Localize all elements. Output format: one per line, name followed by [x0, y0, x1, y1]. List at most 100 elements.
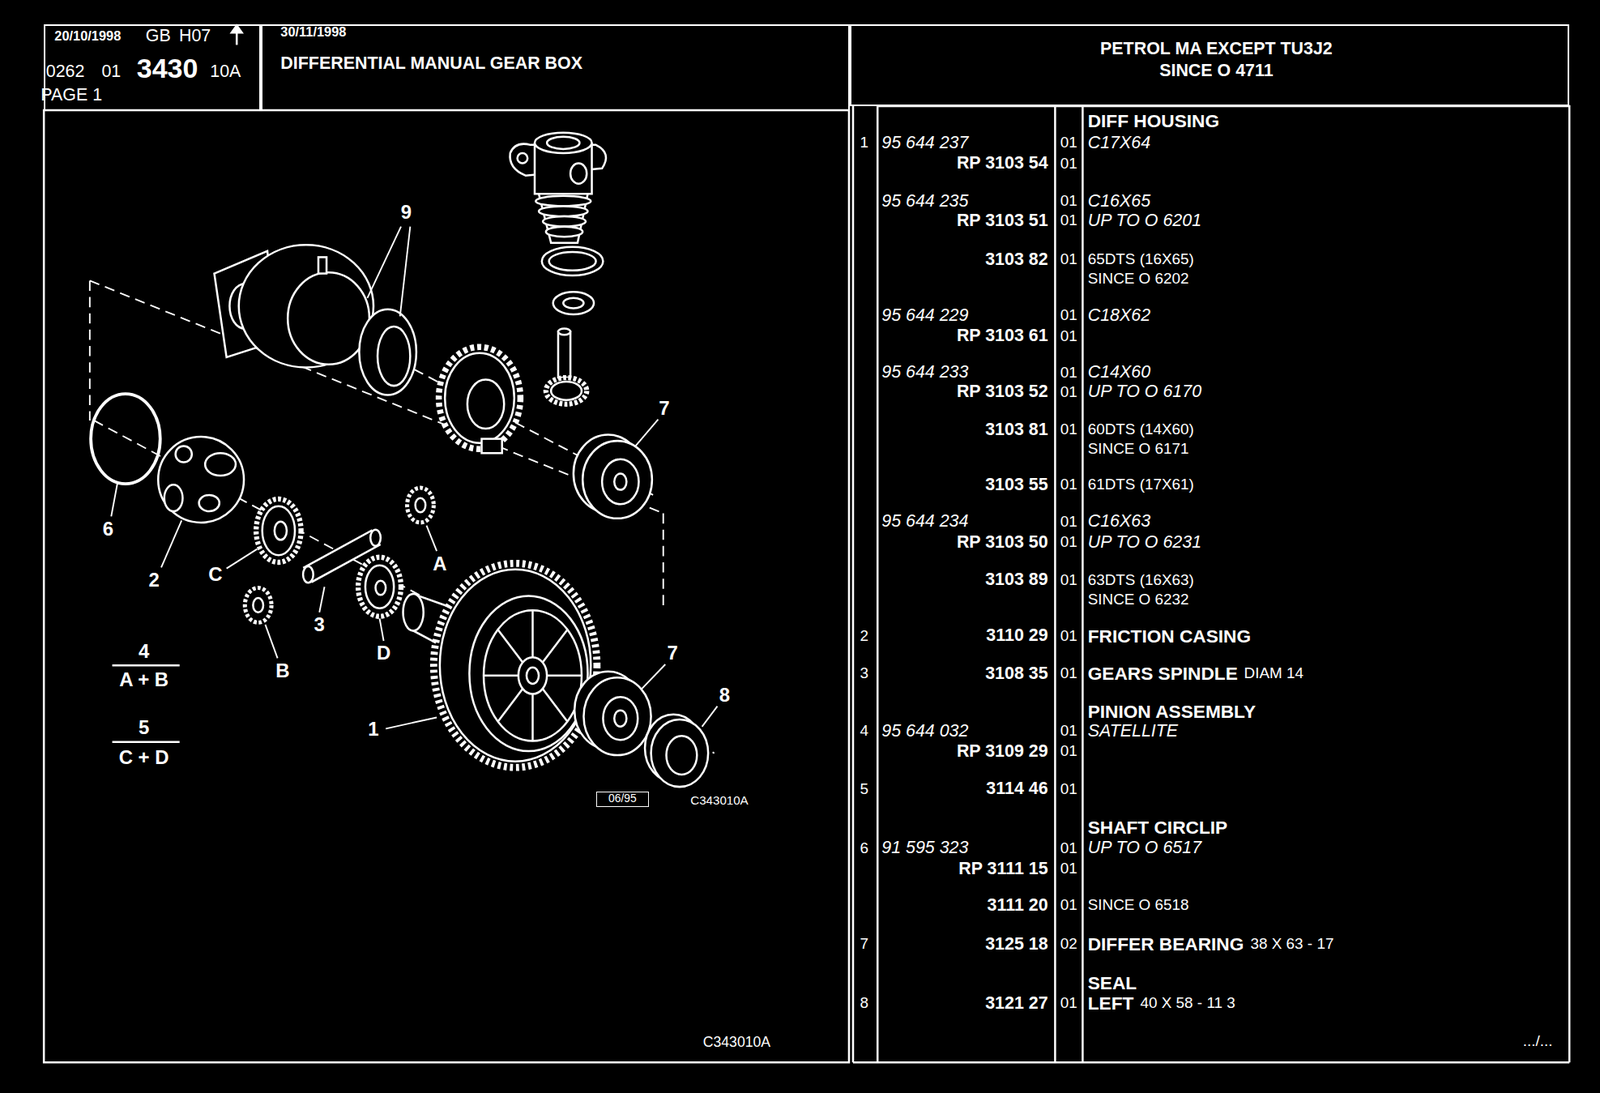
frame-lines [1053, 106, 1057, 1063]
table-cell: C18X62 [1088, 305, 1151, 326]
callout-number: 3 [314, 613, 325, 636]
table-cell: 01 [1060, 994, 1078, 1012]
table-cell: 01 [1060, 211, 1078, 230]
table-cell: 3103 55 [985, 474, 1048, 495]
table-cell: 01 [1060, 475, 1078, 494]
differential-parts [90, 393, 434, 623]
table-cell: 7 [860, 934, 870, 953]
frame-lines [1568, 105, 1571, 1063]
differential-parts [302, 566, 314, 583]
callout-number: D [376, 641, 391, 665]
table-cell: 63DTS (16X63) [1088, 571, 1195, 589]
header-text: 01 [101, 61, 121, 82]
callout-number: 1 [367, 717, 379, 741]
table-cell: 95 644 032 [881, 721, 969, 742]
speedo-drive [570, 163, 587, 184]
table-cell: SINCE O 6171 [1088, 439, 1190, 458]
differential-parts [358, 557, 402, 617]
leader-lines [634, 419, 658, 448]
bearing-housing [358, 309, 417, 396]
callout-number: A + B [119, 668, 169, 692]
crown-wheel [526, 667, 539, 684]
differential-parts [199, 494, 220, 512]
table-cell: 02 [1060, 934, 1078, 953]
table-cell: C16X65 [1088, 191, 1151, 212]
axis-lines [662, 513, 665, 608]
table-cell: RP 3103 52 [956, 381, 1049, 402]
speedo-drive [534, 132, 593, 154]
differential-parts [365, 565, 394, 609]
table-cell: 8 [860, 994, 870, 1012]
table-cell: 01 [1060, 192, 1078, 210]
table-cell: 5 [860, 780, 870, 798]
header-text: 10A [209, 61, 241, 82]
table-cell: 01 [1060, 154, 1078, 173]
header-text: PETROL MA EXCEPT TU3J2 [1100, 38, 1333, 60]
bearing-housing [601, 459, 639, 504]
bearing-housing [214, 244, 653, 519]
leader-lines [385, 716, 437, 729]
table-cell: DIFFER BEARING [1088, 933, 1245, 955]
speedo-drive [558, 328, 571, 336]
bearing-housing [318, 256, 327, 274]
leader-lines [366, 226, 402, 299]
speedo-drive [563, 298, 584, 309]
bearing-housing [238, 244, 374, 367]
bearing-housing [377, 326, 410, 386]
table-cell: SINCE O 6202 [1088, 269, 1190, 288]
table-cell: 01 [1060, 512, 1078, 531]
table-cell: 61DTS (17X61) [1088, 475, 1195, 494]
date-box: 06/95 [596, 791, 649, 807]
differential-parts [262, 506, 295, 555]
table-cell: C14X60 [1088, 362, 1151, 383]
leader-lines [640, 664, 666, 690]
leader-lines [379, 618, 384, 641]
table-cell: 2 [860, 627, 870, 645]
speedo-drive [553, 291, 594, 315]
bearing-housing [614, 473, 627, 490]
leader-lines [226, 549, 258, 569]
fraction-bars [112, 664, 180, 667]
differential-parts [90, 393, 161, 484]
table-cell: DIAM 14 [1244, 664, 1304, 683]
speedo-drive [517, 153, 529, 164]
crown-wheel [602, 696, 638, 740]
table-cell: SATELLITE [1088, 721, 1178, 742]
frame-lines [852, 105, 855, 1063]
table-cell: 01 [1060, 571, 1078, 589]
table-cell: SINCE O 6518 [1088, 896, 1190, 914]
fraction-bars [112, 740, 180, 743]
table-cell: 3103 89 [985, 569, 1048, 590]
speedo-drive [538, 205, 588, 217]
table-cell: 4 [860, 721, 870, 740]
crown-wheel [651, 719, 709, 787]
callout-number: 8 [719, 683, 730, 707]
bearing-housing [582, 440, 653, 519]
callout-number: C [208, 563, 222, 586]
title-box: 30/11/1998DIFFERENTIAL MANUAL GEAR BOX [260, 24, 850, 111]
table-cell: 01 [1060, 306, 1078, 325]
table-cell: 01 [1060, 627, 1078, 645]
differential-parts [407, 487, 435, 523]
frame-lines [43, 105, 1570, 1063]
speedo-drive [510, 132, 606, 405]
crown-wheel [469, 596, 588, 751]
table-cell: 01 [1060, 533, 1078, 551]
table-cell: 01 [1060, 664, 1078, 683]
table-cell: 3110 29 [985, 625, 1048, 646]
bearing-housing [482, 439, 503, 454]
header-text: SINCE O 4711 [1159, 60, 1273, 82]
header-text: GB [145, 25, 171, 47]
table-cell: 01 [1060, 420, 1078, 439]
table-cell: RP 3103 61 [956, 325, 1049, 346]
differential-parts [370, 529, 381, 547]
crown-wheel [403, 563, 709, 787]
header-box: 20/10/1998GBH07026201343010APAGE 1 [43, 24, 261, 111]
table-cell: 40 X 58 - 11 3 [1140, 994, 1236, 1012]
table-cell: PINION ASSEMBLY [1088, 700, 1256, 722]
table-cell: C16X63 [1088, 511, 1151, 532]
leader-lines [426, 525, 437, 551]
table-cell: 3114 46 [985, 778, 1048, 799]
